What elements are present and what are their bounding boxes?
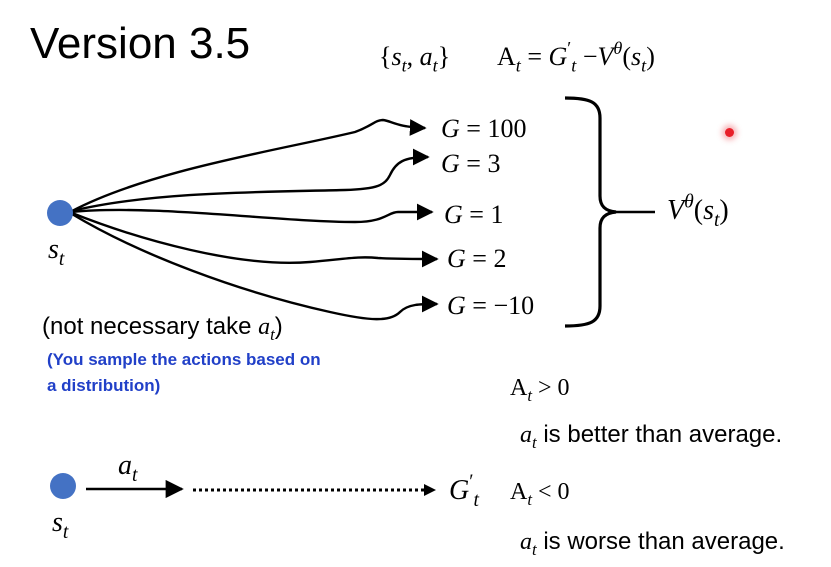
expectation-bracket bbox=[564, 96, 617, 328]
state-node-bottom bbox=[50, 473, 76, 499]
advantage-negative: At < 0 bbox=[510, 479, 570, 509]
outcome-label-0: G = 100 bbox=[441, 114, 527, 143]
advantage-formula: At = G′t −Vθ(st) bbox=[497, 38, 655, 76]
trajectory-g1 bbox=[71, 203, 434, 224]
trajectory-g100 bbox=[71, 118, 427, 213]
state-action-pair: {st, at} bbox=[379, 42, 451, 76]
trajectory-g2 bbox=[71, 211, 439, 268]
outcome-label-3: G = 2 bbox=[447, 244, 507, 273]
outcome-label-2: G = 1 bbox=[444, 200, 504, 229]
state-label: st bbox=[48, 234, 65, 270]
dotted-arrowhead bbox=[424, 484, 436, 496]
not-necessary-note: (not necessary take at) bbox=[42, 313, 283, 344]
better-than-average: at is better than average. bbox=[520, 421, 783, 452]
sampling-note-line1: (You sample the actions based on bbox=[47, 350, 321, 369]
value-function-label: Vθ(st) bbox=[667, 191, 729, 231]
trajectory-g3 bbox=[71, 148, 430, 213]
laser-pointer-dot bbox=[725, 128, 734, 137]
outcome-label-1: G = 3 bbox=[441, 149, 501, 178]
slide-title: Version 3.5 bbox=[30, 19, 251, 68]
return-label: G′t bbox=[449, 471, 479, 511]
action-label: at bbox=[118, 450, 138, 486]
state-node bbox=[47, 200, 73, 226]
sampling-note-line2: a distribution) bbox=[47, 376, 161, 395]
bottom-state-label: st bbox=[52, 507, 69, 543]
trajectory-gneg10 bbox=[71, 212, 439, 321]
advantage-positive: At > 0 bbox=[510, 375, 570, 405]
worse-than-average: at is worse than average. bbox=[520, 528, 785, 559]
outcome-label-4: G = −10 bbox=[447, 291, 535, 320]
